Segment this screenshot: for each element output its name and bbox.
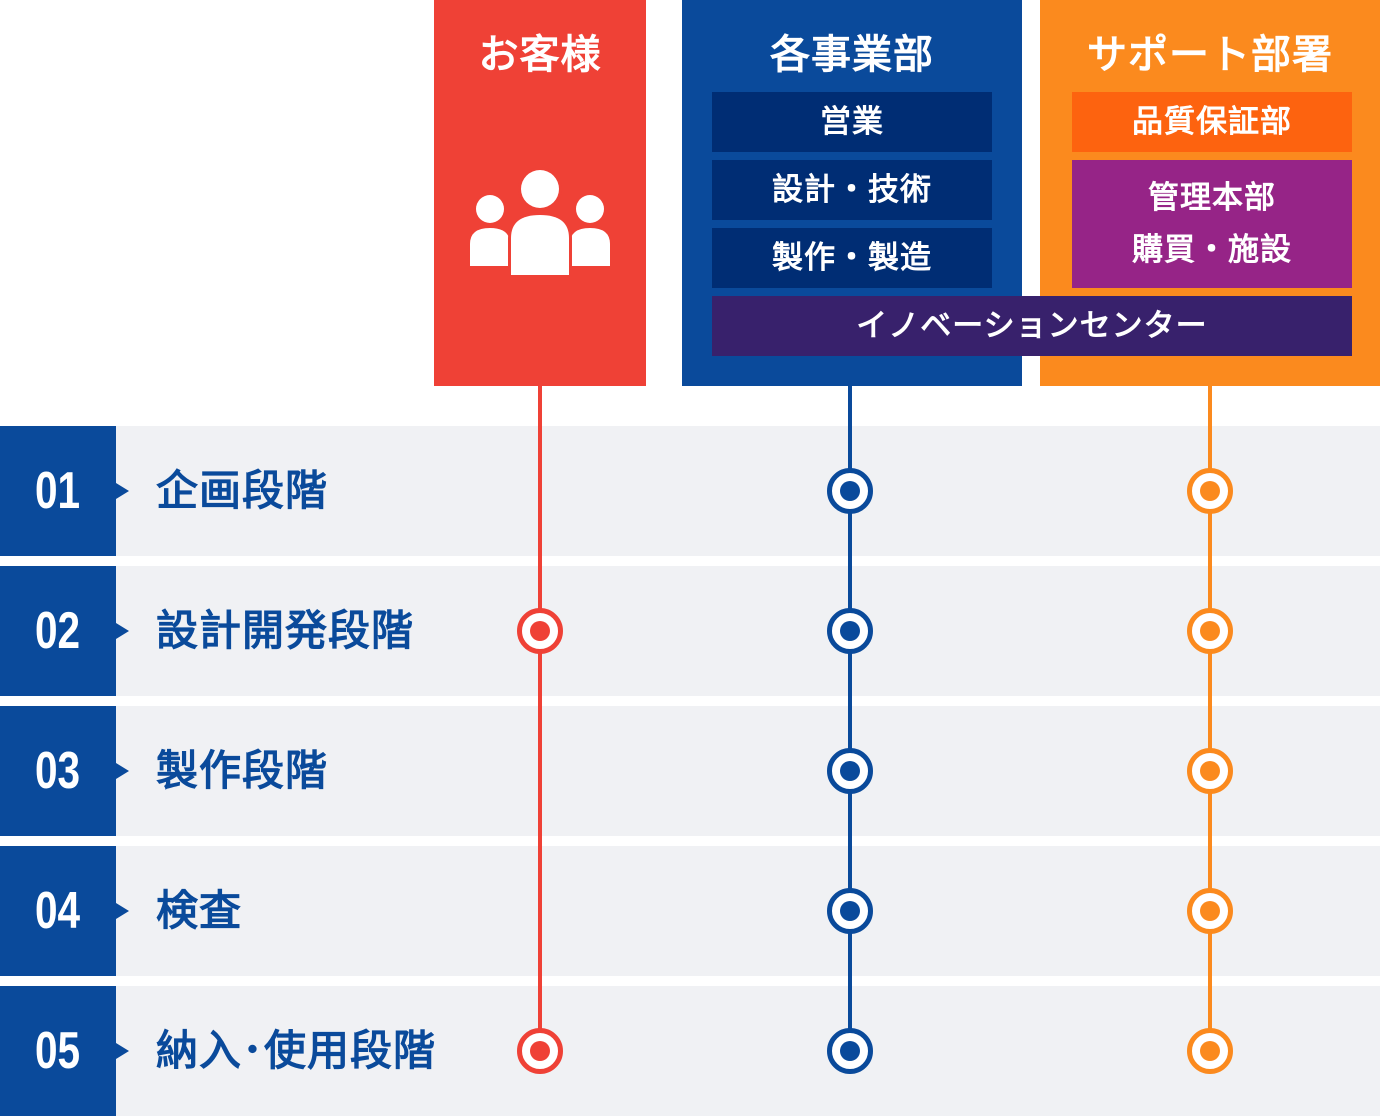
support-timeline: [1208, 386, 1212, 1052]
divisions-stage-marker: [827, 748, 873, 794]
arrow-right-icon: [116, 763, 129, 779]
support-stage-marker: [1187, 608, 1233, 654]
divisions-stage-marker: [827, 468, 873, 514]
support-stage-marker: [1187, 468, 1233, 514]
customer-marker-dot: [530, 621, 550, 641]
support-marker-dot: [1200, 481, 1220, 501]
arrow-right-icon: [116, 623, 129, 639]
stage-label: 納入･使用段階: [156, 1026, 437, 1075]
stage-number-block: [0, 706, 116, 836]
arrow-right-icon: [116, 1043, 129, 1059]
divisions-marker-dot: [840, 621, 860, 641]
divisions-title: 各事業部: [770, 32, 934, 78]
support-marker-dot: [1200, 621, 1220, 641]
stage-number-block: [0, 426, 116, 556]
stage-label: 企画段階: [156, 466, 329, 515]
stage-number-block: [0, 846, 116, 976]
stage-number: 03: [35, 742, 81, 800]
divisions-marker-dot: [840, 901, 860, 921]
innovation-center-box: イノベーションセンター: [712, 296, 1352, 356]
stage-row: 03 製作段階: [0, 706, 1380, 836]
stage-number: 02: [35, 602, 81, 660]
division-box-design: 設計・技術: [712, 160, 992, 220]
arrow-right-icon: [116, 903, 129, 919]
support-stage-marker: [1187, 1028, 1233, 1074]
support-marker-dot: [1200, 761, 1220, 781]
divisions-timeline: [848, 386, 852, 1052]
support-stage-marker: [1187, 748, 1233, 794]
stage-number: 04: [35, 882, 81, 940]
people-icon: [470, 167, 610, 278]
customer-stage-marker: [517, 608, 563, 654]
customer-column-header: お客様: [434, 0, 646, 386]
support-marker-dot: [1200, 1041, 1220, 1061]
stage-number: 01: [35, 462, 81, 520]
divisions-marker-dot: [840, 1041, 860, 1061]
support-marker-dot: [1200, 901, 1220, 921]
divisions-stage-marker: [827, 608, 873, 654]
divisions-stage-marker: [827, 1028, 873, 1074]
stage-row: 04 検査: [0, 846, 1380, 976]
stage-number: 05: [35, 1022, 81, 1080]
support-title: サポート部署: [1087, 32, 1333, 78]
divisions-stage-marker: [827, 888, 873, 934]
stage-row: 05 納入･使用段階: [0, 986, 1380, 1116]
stage-row: 01 企画段階: [0, 426, 1380, 556]
support-box-admin-line1: 管理本部: [1148, 180, 1276, 216]
division-box-manufacturing: 製作・製造: [712, 228, 992, 288]
stage-number-block: [0, 566, 116, 696]
stage-label: 設計開発段階: [156, 606, 415, 655]
support-box-quality: 品質保証部: [1072, 92, 1352, 152]
customer-marker-dot: [530, 1041, 550, 1061]
stage-row: 02 設計開発段階: [0, 566, 1380, 696]
divisions-marker-dot: [840, 761, 860, 781]
division-box-sales: 営業: [712, 92, 992, 152]
stage-number-block: [0, 986, 116, 1116]
stage-label: 製作段階: [156, 746, 329, 795]
arrow-right-icon: [116, 483, 129, 499]
support-stage-marker: [1187, 888, 1233, 934]
divisions-marker-dot: [840, 481, 860, 501]
support-box-admin-line2: 購買・施設: [1132, 232, 1292, 268]
customer-timeline: [538, 386, 542, 1052]
support-box-admin: 管理本部 購買・施設: [1072, 160, 1352, 288]
customer-title: お客様: [478, 32, 602, 78]
customer-stage-marker: [517, 1028, 563, 1074]
stage-label: 検査: [156, 886, 243, 935]
